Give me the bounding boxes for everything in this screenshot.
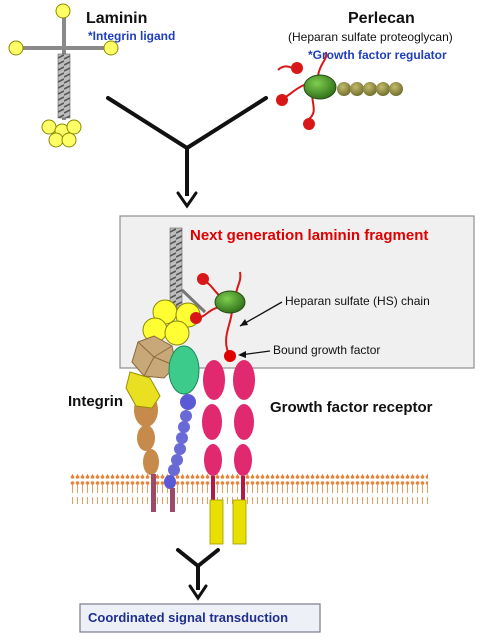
laminin-title: Laminin [86,10,148,27]
growth-factor-receptor-label: Growth factor receptor [270,399,433,416]
perlecan-fragment [190,271,246,362]
perlecan-molecule [276,51,403,130]
perlecan-subtitle: (Heparan sulfate proteoglycan) [288,30,453,44]
merge-arrow [106,96,268,209]
cell-membrane [70,474,428,504]
result-label: Coordinated signal transduction [88,610,289,625]
perlecan-title: Perlecan [348,10,415,27]
integrin-label: Integrin [68,393,123,410]
integrin-protein [125,335,200,512]
bound-growth-factor-label: Bound growth factor [273,343,381,357]
growth-factor-receptor [202,360,255,545]
hs-chain-pointer [239,301,283,327]
perlecan-note: *Growth factor regulator [308,48,447,62]
laminin-note: *Integrin ligand [88,29,176,43]
fragment-title: Next generation laminin fragment [190,227,429,244]
laminin-fragment [142,227,207,346]
result-box [79,603,321,633]
signal-arrow [176,548,220,601]
growth-factor-pointer [238,350,271,358]
hs-chain-label: Heparan sulfate (HS) chain [285,294,430,308]
laminin-molecule [8,3,119,148]
